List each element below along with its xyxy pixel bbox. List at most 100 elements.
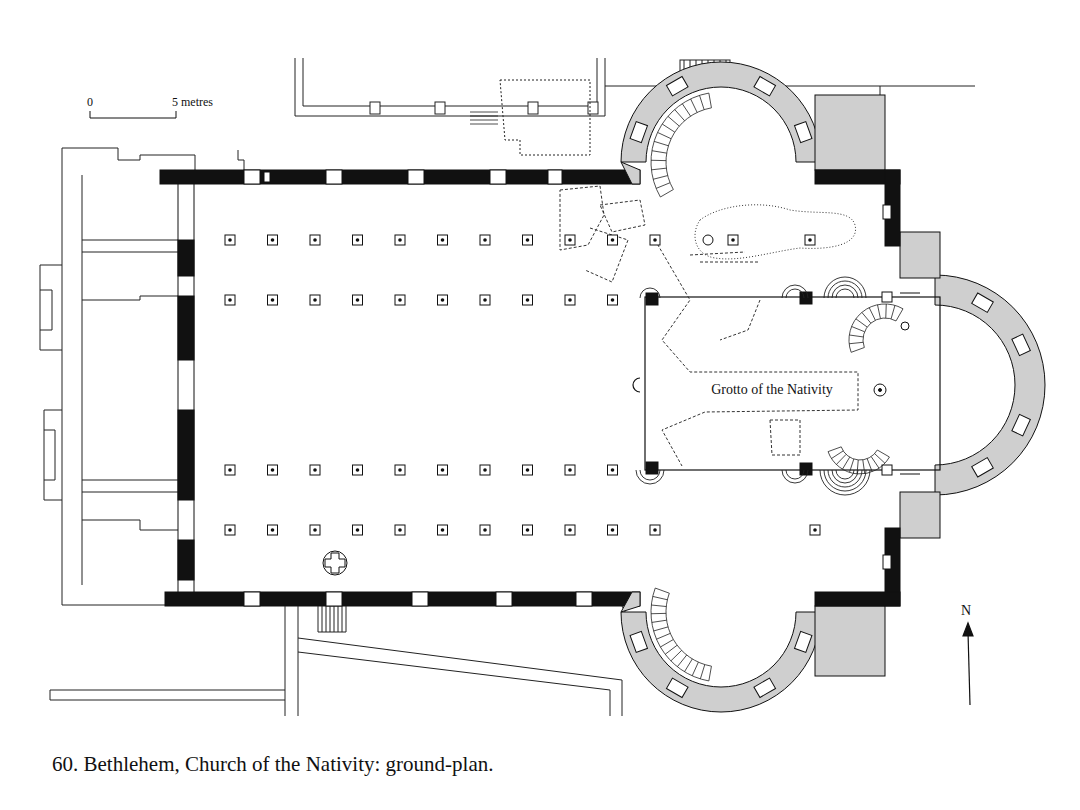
column-shaft	[441, 298, 445, 302]
stair-steps	[651, 93, 903, 681]
stair-step	[709, 666, 712, 681]
stair-step	[700, 95, 705, 109]
stair-step	[651, 160, 666, 161]
column-base	[225, 525, 235, 535]
column-symbol	[310, 235, 320, 245]
nave-wall	[160, 170, 640, 606]
column-base	[310, 525, 320, 535]
column-base	[565, 525, 575, 535]
apse-window	[972, 293, 994, 312]
column-shaft	[526, 528, 530, 532]
column-ring	[636, 470, 664, 484]
stair-step	[675, 110, 685, 121]
column-base	[438, 235, 448, 245]
stair-step	[849, 459, 853, 472]
grotto-outline	[600, 200, 645, 232]
column-shaft	[568, 298, 572, 302]
narthex-outline	[82, 175, 83, 585]
apse-window	[666, 77, 688, 96]
column-shaft	[398, 468, 402, 472]
grotto-outline	[695, 205, 856, 259]
column-symbol	[438, 235, 448, 245]
altar-symbol	[901, 322, 909, 330]
stair-step	[831, 451, 843, 459]
narthex-outline	[82, 480, 178, 492]
column-shaft	[441, 468, 445, 472]
south-annex-outline	[298, 638, 622, 716]
stair-step	[671, 650, 682, 660]
nave-wall	[178, 296, 194, 360]
column-symbol	[268, 525, 278, 535]
column-shaft	[398, 528, 402, 532]
wall-window	[244, 592, 260, 606]
column-shaft	[813, 528, 817, 532]
scale-bar	[90, 111, 176, 118]
column-symbol	[310, 525, 320, 535]
apse-wall	[621, 592, 640, 612]
column-base	[805, 235, 815, 245]
stair-step	[653, 596, 668, 599]
column-shaft	[271, 238, 275, 242]
stair-step	[656, 633, 670, 639]
apse-window	[1012, 334, 1030, 355]
column-base	[438, 465, 448, 475]
wall-window	[576, 592, 592, 606]
grotto-outline	[720, 300, 760, 340]
column-shaft	[356, 528, 360, 532]
stair-step	[677, 655, 686, 667]
apse-wall	[621, 162, 640, 184]
south-annex-outline	[50, 606, 640, 716]
column-shaft	[526, 298, 530, 302]
column-symbol	[480, 295, 490, 305]
column-shaft	[228, 468, 232, 472]
column-base	[480, 235, 490, 245]
chancel-outline	[900, 293, 920, 474]
column-symbol	[438, 525, 448, 535]
stair-step	[691, 99, 698, 113]
column-shaft	[483, 528, 487, 532]
column-shaft	[313, 238, 317, 242]
wall-window	[496, 592, 512, 606]
column-shaft	[356, 298, 360, 302]
pier-symbol	[800, 292, 812, 304]
column-base	[608, 235, 618, 245]
apse-wall	[900, 232, 940, 278]
column-symbol	[810, 525, 820, 535]
apse-window	[666, 678, 688, 697]
font-symbol	[325, 553, 345, 573]
column-base	[268, 525, 278, 535]
cloister-outline	[500, 80, 590, 155]
narthex-outline	[238, 150, 244, 170]
column-base	[438, 295, 448, 305]
column-shaft	[653, 238, 657, 242]
stair-step	[896, 309, 903, 321]
stair-step	[828, 447, 841, 452]
column-symbol	[310, 295, 320, 305]
column-symbol	[523, 235, 533, 245]
column-shaft	[398, 298, 402, 302]
column-base	[395, 295, 405, 305]
column-symbol	[225, 525, 235, 535]
north-arrow	[963, 623, 973, 636]
column-shaft	[568, 528, 572, 532]
wall-window	[412, 592, 428, 606]
apse-wall	[815, 606, 885, 676]
wall-window	[264, 172, 270, 182]
stair-edge	[666, 593, 711, 666]
narthex-outline	[82, 296, 178, 300]
column-base	[523, 295, 533, 305]
pier-symbol	[646, 462, 658, 474]
stair-step	[877, 450, 889, 457]
cloister-outline	[295, 58, 605, 116]
column-shaft	[483, 238, 487, 242]
stair-step	[871, 457, 879, 469]
column-shaft	[653, 528, 657, 532]
column-symbol	[480, 235, 490, 245]
stair-step	[857, 460, 858, 474]
column-base	[608, 465, 618, 475]
stair-step	[863, 460, 865, 474]
column-shaft	[611, 298, 615, 302]
column-shaft	[271, 468, 275, 472]
stair-step	[668, 116, 679, 126]
altar-symbol	[879, 389, 882, 392]
